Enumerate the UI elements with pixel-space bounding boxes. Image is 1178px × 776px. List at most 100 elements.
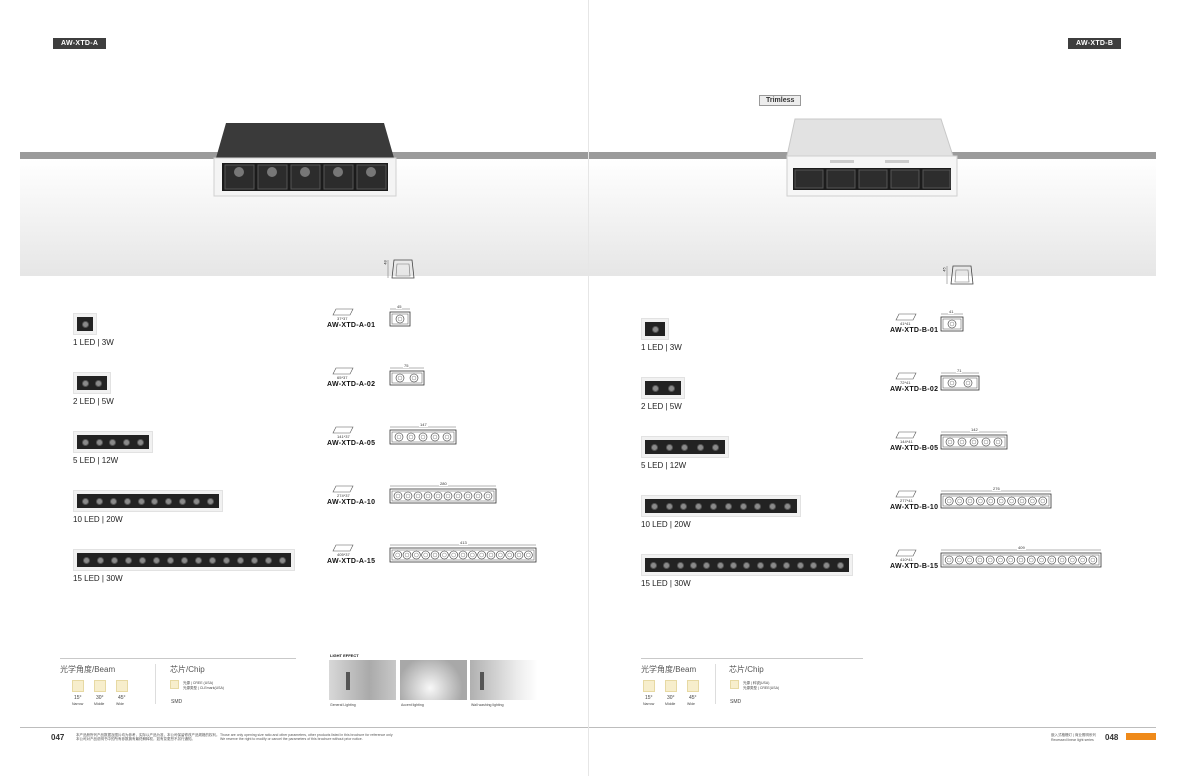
led-dot: [178, 497, 186, 505]
footer-series-en: Recessed linear light series: [1051, 738, 1094, 742]
row-label: 5 LED | 12W: [73, 456, 119, 465]
led-dot: [208, 556, 216, 564]
cutout-size: 141*37: [337, 434, 350, 439]
width-dimension: 409: [1017, 545, 1026, 550]
thumbnail-housing: [77, 376, 107, 390]
cutout-icon: [332, 367, 354, 375]
width-dimension: 413: [459, 540, 468, 545]
led-dot: [82, 438, 90, 446]
model-code: AW-XTD-B-15: [890, 563, 939, 570]
front-drawing: [940, 372, 980, 391]
side-dim-a: 48: [382, 260, 388, 265]
product-thumbnail: [73, 431, 153, 453]
led-dot: [82, 556, 90, 564]
front-drawing: [389, 426, 457, 445]
led-dot: [96, 556, 104, 564]
led-dot: [796, 561, 804, 569]
width-dimension: 45: [396, 304, 403, 309]
beam-narrow-icon: [72, 680, 84, 692]
led-dot: [784, 502, 792, 510]
led-dot: [739, 502, 747, 510]
width-dimension: 75: [403, 363, 410, 368]
chip-line-1: 光源 | CREE (USA): [183, 681, 214, 685]
model-code: AW-XTD-A-15: [327, 558, 376, 565]
front-drawing: [940, 431, 1008, 450]
model-tag-b: AW-XTD-B: [1068, 38, 1122, 49]
led-dot: [650, 561, 658, 569]
row-label: 1 LED | 3W: [641, 343, 682, 352]
cutout-icon: [895, 549, 917, 557]
footer-note-cn-2: 本公司对产品说明书中的所有参数拥有最终解释权，如有变更恕不另行通知。: [76, 737, 195, 741]
accent-bar: [1126, 733, 1156, 740]
spec-divider-b: [715, 664, 716, 704]
beam-narrow-icon: [643, 680, 655, 692]
beam-deg: 30°: [667, 695, 675, 701]
led-dot: [663, 561, 671, 569]
led-dot: [651, 384, 659, 392]
product-thumbnail: [641, 377, 685, 399]
beam-name: Wide: [687, 702, 695, 706]
led-dot: [110, 556, 118, 564]
thumbnail-housing: [645, 440, 725, 454]
product-b-image: [786, 118, 958, 197]
product-thumbnail: [73, 313, 97, 335]
led-dot: [82, 379, 89, 387]
width-dimension: 276: [992, 486, 1001, 491]
led-dot: [95, 438, 103, 446]
thumbnail-housing: [77, 317, 93, 331]
cutout-icon: [332, 426, 354, 434]
footer-note-cn-1: 本产品册所列产品数据及图片均为参考，实际以产品为准，本公司保留修改产品规格的权利…: [76, 733, 220, 737]
row-label: 2 LED | 5W: [73, 397, 114, 406]
product-thumbnail: [73, 372, 111, 394]
thumbnail-housing: [645, 381, 681, 395]
model-code: AW-XTD-A-05: [327, 440, 376, 447]
beam-wide-icon: [116, 680, 128, 692]
cutout-icon: [332, 544, 354, 552]
led-dot: [710, 502, 718, 510]
led-dot: [695, 502, 703, 510]
led-dot: [278, 556, 286, 564]
chip-line-1: 光源 | 科锐(USA): [743, 681, 770, 685]
cutout-size: 65*37: [337, 375, 348, 380]
beam-title-a: 光学角度/Beam: [60, 665, 116, 674]
width-dimension: 147: [419, 422, 428, 427]
row-label: 15 LED | 30W: [641, 579, 691, 588]
row-label: 1 LED | 3W: [73, 338, 114, 347]
led-dot: [206, 497, 214, 505]
footer-series-cn: 嵌入式格栅灯 | 商业照明系列: [1051, 733, 1096, 737]
cutout-icon: [895, 431, 917, 439]
cutout-size: 410*41: [900, 557, 913, 562]
front-drawing: [940, 490, 1052, 509]
thumbnail-housing: [645, 499, 797, 513]
thumbnail-housing: [77, 435, 149, 449]
product-a-image: [213, 123, 397, 197]
beam-name: Narrow: [643, 702, 655, 706]
effect-accent-image: [400, 660, 467, 700]
led-dot: [651, 325, 659, 333]
spec-rule-a: [60, 658, 296, 659]
led-dot: [666, 443, 674, 451]
width-dimension: 280: [439, 481, 448, 486]
led-dot: [716, 561, 724, 569]
chip-icon: [170, 680, 179, 689]
led-dot: [676, 561, 684, 569]
led-dot: [651, 443, 659, 451]
beam-middle-icon: [665, 680, 677, 692]
led-dot: [236, 556, 244, 564]
product-thumbnail: [73, 490, 223, 512]
page-spine: [588, 0, 589, 776]
effect-caption: General Lighting: [330, 703, 356, 707]
footer-rule-b: [589, 727, 1156, 728]
side-profile-a: [387, 259, 415, 279]
led-dot: [730, 561, 738, 569]
cutout-size: 405*37: [337, 552, 350, 557]
led-dot: [769, 502, 777, 510]
led-dot: [650, 502, 658, 510]
beam-deg: 15°: [645, 695, 653, 701]
led-dot: [109, 497, 117, 505]
effect-general-image: [329, 660, 396, 700]
led-dot: [264, 556, 272, 564]
row-label: 2 LED | 5W: [641, 402, 682, 411]
cutout-icon: [895, 313, 917, 321]
